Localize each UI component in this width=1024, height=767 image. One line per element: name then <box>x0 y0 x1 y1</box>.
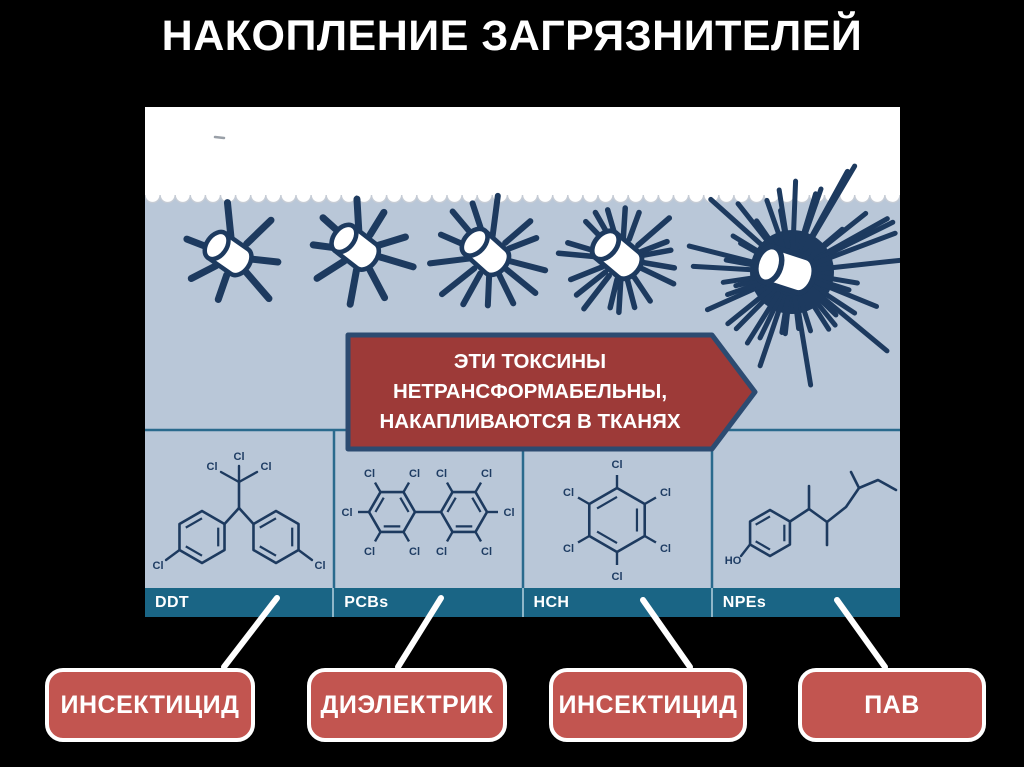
toxin-canister <box>202 229 254 278</box>
callout-line: ЭТИ ТОКСИНЫ <box>453 350 607 374</box>
slide-title: НАКОПЛЕНИЕ ЗАГРЯЗНИТЕЛЕЙ <box>161 12 863 60</box>
role-button-insecticide-1[interactable]: ИНСЕКТИЦИД <box>45 668 255 742</box>
chemical-code-ddt: DDT <box>145 588 332 617</box>
chemical-code-label: PCBs <box>344 593 389 611</box>
cl-atom-label: Cl <box>563 487 574 499</box>
urchin-stage-2 <box>309 195 417 308</box>
chemical-code-label: DDT <box>155 593 190 611</box>
cl-atom-label: Cl <box>481 546 492 558</box>
cl-atom-label: Cl <box>612 571 623 583</box>
molecule-npes: HO <box>725 470 898 567</box>
callout-arrow-shape <box>345 332 758 452</box>
cl-atom-label: Cl <box>364 468 375 480</box>
cl-atom-label: Cl <box>660 543 671 555</box>
cl-atom-label: Cl <box>315 560 326 572</box>
role-button-surfactant[interactable]: ПАВ <box>798 668 986 742</box>
chemical-code-label: NPEs <box>722 593 767 611</box>
cl-atom-label: Cl <box>504 507 515 519</box>
cl-atom-label: Cl <box>436 468 447 480</box>
callout-line: НЕТРАНСФОРМАБЕЛЬНЫ, <box>392 380 668 404</box>
ho-atom-label: HO <box>725 555 742 567</box>
urchin-stage-5 <box>686 163 900 388</box>
cl-atom-label: Cl <box>207 461 218 473</box>
toxin-canister <box>753 243 817 296</box>
cl-atom-label: Cl <box>261 461 272 473</box>
callout-text: ЭТИ ТОКСИНЫ НЕТРАНСФОРМАБЕЛЬНЫ, НАКАПЛИВ… <box>348 335 712 449</box>
toxin-canister <box>589 228 645 282</box>
chemical-code-hch: HCH <box>521 588 711 617</box>
toxin-canister <box>329 222 382 272</box>
urchin-stage-3 <box>427 192 549 309</box>
cl-atom-label: Cl <box>234 451 245 463</box>
cl-atom-label: Cl <box>409 468 420 480</box>
callout-arrow <box>345 332 758 452</box>
cl-atom-label: Cl <box>563 543 574 555</box>
chemical-code-label: HCH <box>533 593 570 611</box>
urchin-stage-1 <box>183 199 282 303</box>
urchin-stage-4 <box>555 205 678 316</box>
toxin-canister <box>459 226 512 278</box>
cl-atom-label: Cl <box>364 546 375 558</box>
chemical-code-npes: NPEs <box>710 588 900 617</box>
role-button-insecticide-2[interactable]: ИНСЕКТИЦИД <box>549 668 747 742</box>
cl-atom-label: Cl <box>342 507 353 519</box>
cl-atom-label: Cl <box>660 487 671 499</box>
cl-atom-label: Cl <box>436 546 447 558</box>
cl-atom-label: Cl <box>409 546 420 558</box>
cl-atom-label: Cl <box>612 459 623 471</box>
chemical-code-pcbs: PCBs <box>332 588 521 617</box>
role-button-dielectric[interactable]: ДИЭЛЕКТРИК <box>307 668 507 742</box>
cl-atom-label: Cl <box>153 560 164 572</box>
callout-line: НАКАПЛИВАЮТСЯ В ТКАНЯХ <box>379 409 681 433</box>
chemical-label-bar: DDT PCBs HCH NPEs <box>145 588 900 617</box>
water-surface-sky <box>145 107 900 203</box>
cl-atom-label: Cl <box>481 468 492 480</box>
